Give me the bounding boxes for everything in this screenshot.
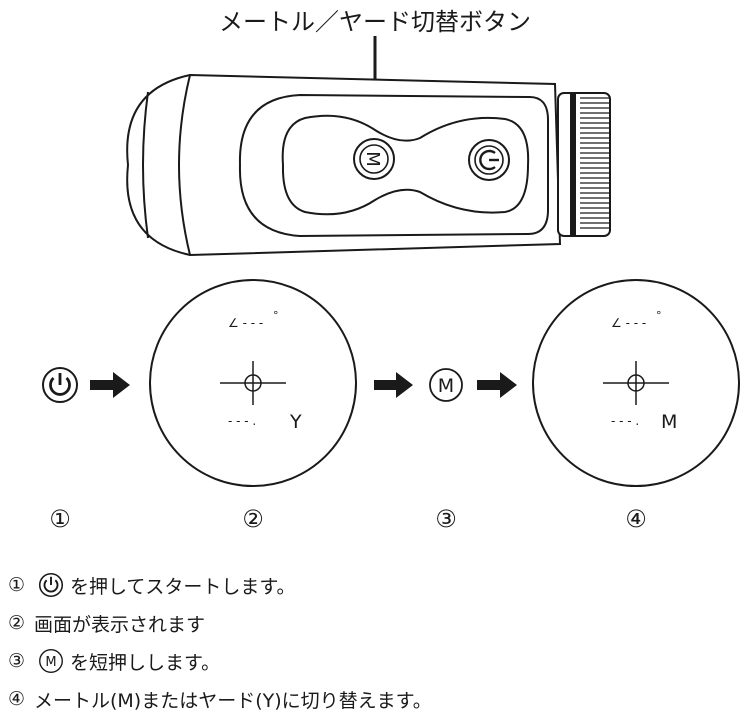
mode-button-letter: M — [362, 151, 383, 167]
mode-m-icon: M — [39, 649, 63, 673]
instruction-step-3: ③ M を短押しします。 — [8, 642, 743, 680]
step-number-2: ② — [242, 505, 264, 533]
rangefinder-diagram: メートル／ヤード切替ボタン M — [42, 8, 740, 533]
screen-display-meters: ∠ ‐ ‐ ‐ ° ‐ ‐ ‐ . M — [532, 279, 740, 487]
arrow-right-icon — [477, 372, 517, 398]
unit-label-meters: M — [661, 411, 677, 433]
mode-button[interactable]: M — [353, 138, 395, 180]
eyepiece-ridges — [580, 97, 610, 229]
distance-readout-icon: ‐ ‐ ‐ . — [228, 414, 256, 428]
reticle-icon — [603, 361, 669, 405]
svg-text:M: M — [438, 375, 454, 397]
instruction-text: 画面が表示されます — [34, 613, 206, 636]
instruction-number: ④ — [8, 688, 26, 710]
step-number-4: ④ — [625, 505, 647, 533]
instruction-text: を押してスタートします。 — [70, 575, 296, 598]
instruction-number: ③ — [8, 650, 26, 672]
step-number-3: ③ — [435, 505, 457, 533]
unit-label-yards: Y — [289, 411, 302, 433]
instruction-step-2: ② 画面が表示されます — [8, 604, 743, 642]
rangefinder-device — [126, 73, 611, 257]
callout-label: メートル／ヤード切替ボタン — [219, 8, 531, 36]
degree-icon: ° — [273, 309, 279, 322]
instruction-step-1: ① を押してスタートします。 — [8, 566, 743, 604]
reticle-icon — [220, 361, 286, 405]
instruction-text: メートル(M)またはヤード(Y)に切り替えます。 — [34, 689, 432, 712]
mode-m-icon: M — [429, 368, 463, 402]
angle-readout-icon: ∠ ‐ ‐ ‐ — [611, 316, 646, 330]
arrow-right-icon — [90, 372, 130, 398]
instruction-step-4: ④ メートル(M)またはヤード(Y)に切り替えます。 — [8, 680, 743, 718]
power-icon — [38, 572, 64, 598]
instruction-number: ① — [8, 574, 26, 596]
svg-text:M: M — [45, 655, 56, 670]
power-icon — [42, 367, 78, 403]
degree-icon: ° — [656, 309, 662, 322]
instruction-number: ② — [8, 612, 26, 634]
instruction-list: ① を押してスタートします。 ② 画面が表示されます ③ M を短押しします。 … — [8, 566, 743, 718]
step-number-1: ① — [49, 505, 71, 533]
angle-readout-icon: ∠ ‐ ‐ ‐ — [228, 316, 263, 330]
screen-display-yards: ∠ ‐ ‐ ‐ ° ‐ ‐ ‐ . Y — [149, 279, 357, 487]
distance-readout-icon: ‐ ‐ ‐ . — [611, 414, 639, 428]
instruction-text: を短押しします。 — [70, 651, 221, 674]
power-button[interactable] — [468, 139, 510, 181]
arrow-right-icon — [374, 372, 413, 398]
